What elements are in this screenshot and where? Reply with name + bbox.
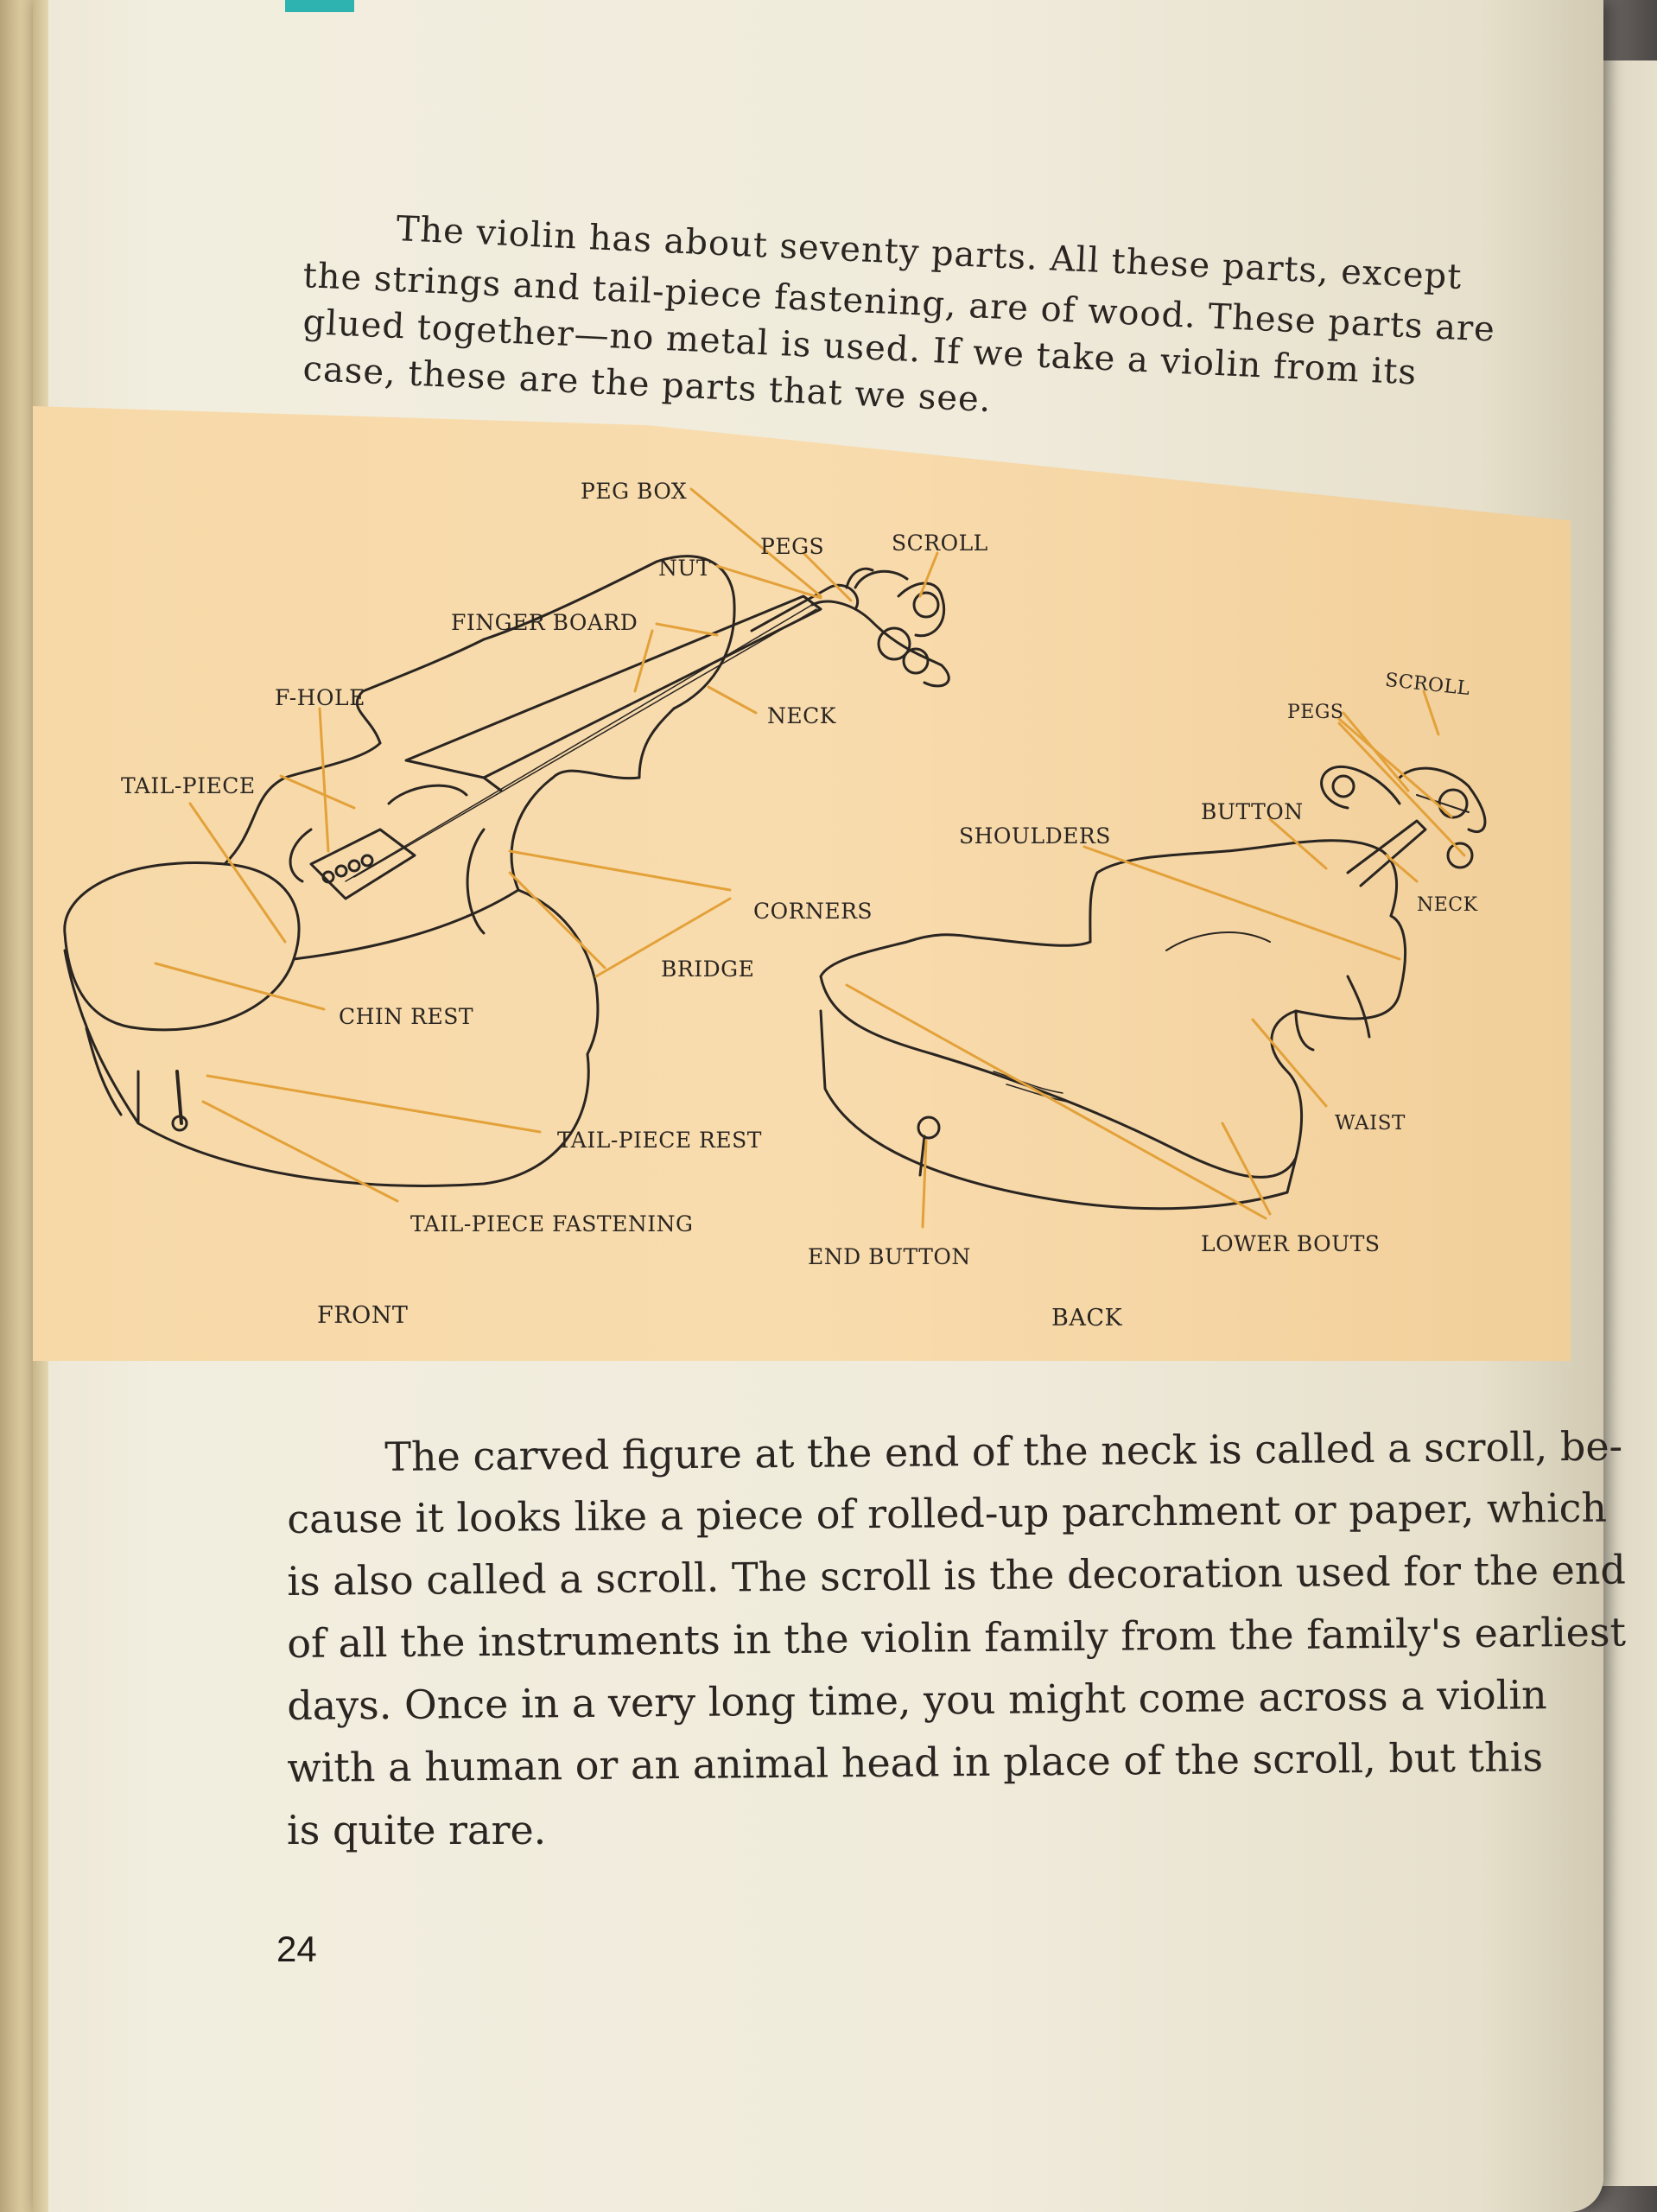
label-neck-back: NECK [1417, 894, 1478, 916]
label-button: BUTTON [1201, 799, 1304, 824]
label-finger-board: FINGER BOARD [451, 610, 638, 635]
body-line-5: days. Once in a very long time, you migh… [287, 1671, 1547, 1729]
label-tail-piece: TAIL-PIECE [121, 773, 256, 798]
body-line-4: of all the instruments in the violin fam… [287, 1608, 1627, 1667]
label-lower-bouts: LOWER BOUTS [1201, 1231, 1381, 1256]
label-f-hole: F-HOLE [275, 685, 365, 710]
label-nut: NUT [658, 556, 712, 581]
caption-front: FRONT [317, 1302, 409, 1329]
label-pegs-back: PEGS [1287, 702, 1344, 723]
page-number: 24 [276, 1929, 317, 1969]
body-line-3: is also called a scroll. The scroll is t… [287, 1546, 1627, 1605]
body-line-1: The carved figure at the end of the neck… [384, 1422, 1623, 1480]
back-violin-drawing [819, 765, 1487, 1211]
leader-lines [154, 487, 1466, 1229]
label-corners: CORNERS [753, 899, 873, 924]
front-violin-drawing [63, 555, 950, 1187]
label-peg-box: PEG BOX [581, 479, 688, 504]
body-line-6: with a human or an animal head in place … [287, 1733, 1544, 1791]
bookmark-ribbon [285, 0, 354, 12]
body-line-7: is quite rare. [287, 1807, 547, 1853]
label-chin-rest: CHIN REST [339, 1004, 474, 1029]
label-pegs-front: PEGS [760, 534, 825, 559]
label-bridge: BRIDGE [661, 957, 755, 982]
label-scroll-front: SCROLL [892, 531, 988, 556]
label-tail-piece-fastening: TAIL-PIECE FASTENING [410, 1211, 694, 1236]
label-tail-piece-rest: TAIL-PIECE REST [557, 1128, 762, 1153]
body-line-2: cause it looks like a piece of rolled-up… [287, 1484, 1608, 1542]
label-neck-front: NECK [767, 703, 836, 728]
caption-back: BACK [1051, 1305, 1123, 1332]
violin-diagram-panel [33, 406, 1571, 1361]
label-end-button: END BUTTON [808, 1244, 971, 1269]
label-waist: WAIST [1335, 1112, 1406, 1135]
label-shoulders: SHOULDERS [959, 823, 1111, 849]
